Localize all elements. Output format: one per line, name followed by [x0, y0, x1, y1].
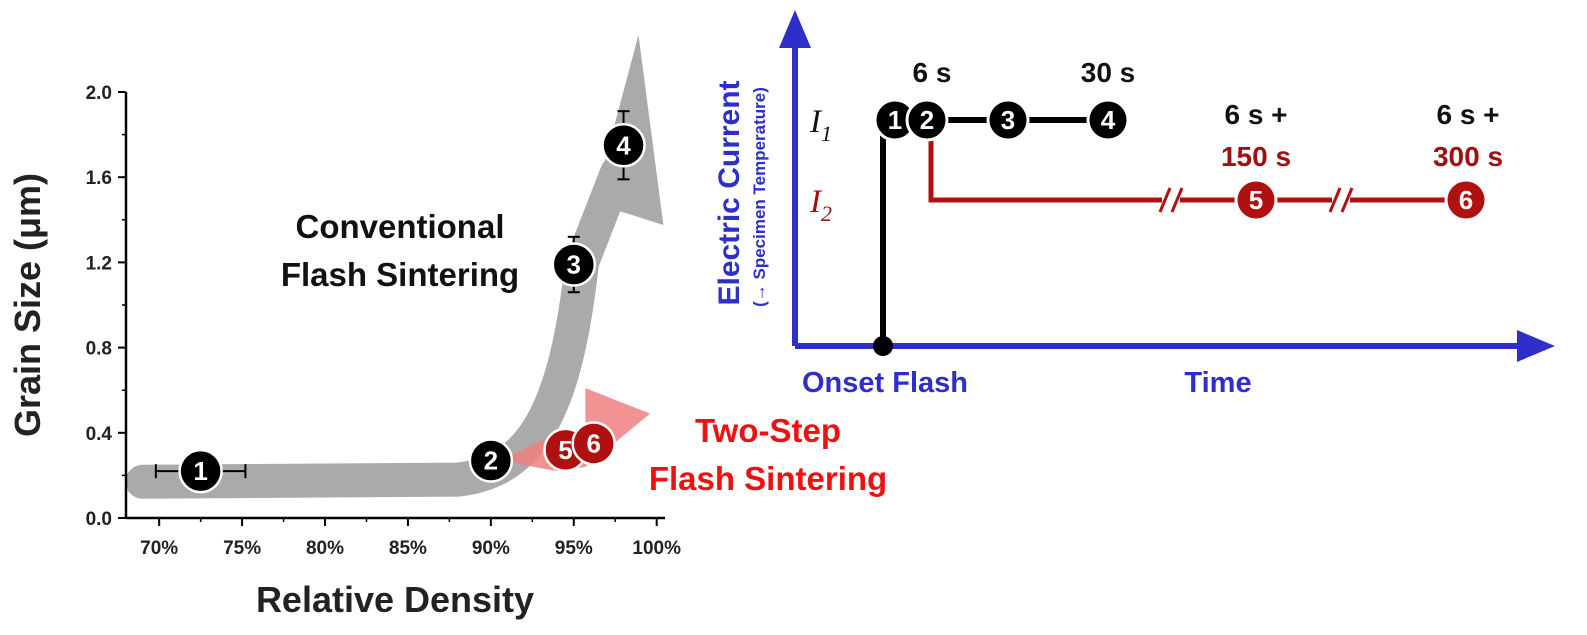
- right-y-axis-subtitle: (→ Specimen Temperature): [750, 87, 769, 307]
- right-x-axis-title: Time: [1184, 367, 1251, 399]
- two-step-label-line1: Two-Step: [695, 412, 841, 449]
- x-tick-label: 70%: [140, 538, 178, 559]
- right-x-axis-arrowhead: [1517, 330, 1555, 362]
- current-time-schematic: Electric Current (→ Specimen Temperature…: [713, 10, 1555, 399]
- time-label-6s-plus-a: 6 s +: [1224, 99, 1287, 130]
- x-tick-label: 90%: [472, 538, 510, 559]
- time-label-6s: 6 s: [913, 57, 952, 88]
- data-point-label-2: 2: [484, 445, 498, 475]
- y-tick-label: 2.0: [86, 83, 112, 104]
- conventional-label-line1: Conventional: [295, 208, 504, 245]
- step-marker-label-4: 4: [1101, 105, 1116, 135]
- y-tick-label: 1.6: [86, 168, 112, 189]
- data-point-label-6: 6: [586, 428, 600, 458]
- time-label-300s: 300 s: [1433, 141, 1503, 172]
- grain-size-chart: 70% 75% 80% 85% 90% 95% 100% 0.0 0.4 0.8 1.2 1.6 2.0…: [7, 35, 887, 620]
- step-marker-label-3: 3: [1001, 105, 1015, 135]
- axis-break-2: [1328, 186, 1354, 214]
- y-tick-label: 0.8: [86, 339, 112, 360]
- step-marker-5: [1234, 178, 1278, 222]
- conventional-label-line2: Flash Sintering: [281, 256, 519, 293]
- y-tick-label: 0.4: [86, 424, 113, 445]
- data-point-label-5: 5: [558, 435, 572, 465]
- data-point-label-3: 3: [567, 250, 581, 280]
- i1-current-line: [880, 117, 1108, 346]
- step-marker-4: [1086, 98, 1130, 142]
- data-point-6: [571, 421, 616, 466]
- i2-current-line: [928, 120, 1466, 203]
- two-step-arrow: [499, 388, 651, 472]
- x-tick-label: 75%: [223, 538, 261, 559]
- onset-point: [873, 336, 893, 356]
- step-marker-label-2: 2: [920, 105, 934, 135]
- onset-flash-label: Onset Flash: [802, 367, 968, 399]
- data-point-3: [551, 242, 597, 287]
- time-label-30s: 30 s: [1081, 57, 1136, 88]
- step-marker-label-6: 6: [1459, 185, 1473, 215]
- data-point-2: [468, 438, 514, 483]
- axis-break-1: [1158, 186, 1184, 214]
- step-marker-6: [1444, 178, 1488, 222]
- data-point-label-4: 4: [616, 130, 631, 160]
- i1-label: I1: [809, 104, 832, 146]
- x-tick-label: 95%: [555, 538, 593, 559]
- data-point-1: [178, 448, 223, 494]
- time-label-6s-plus-b: 6 s +: [1436, 99, 1499, 130]
- step-marker-3: [986, 98, 1030, 142]
- data-point-label-1: 1: [193, 456, 207, 486]
- step-marker-label-5: 5: [1249, 185, 1263, 215]
- x-tick-label: 85%: [389, 538, 427, 559]
- i2-label: I2: [809, 184, 832, 226]
- step-marker-label-1: 1: [888, 105, 902, 135]
- right-y-axis-arrowhead: [779, 10, 811, 48]
- step-marker-2: [905, 98, 949, 142]
- x-tick-label: 80%: [306, 538, 344, 559]
- y-tick-label: 1.2: [86, 253, 112, 274]
- right-y-axis-title: Electric Current: [713, 80, 746, 305]
- time-label-150s: 150 s: [1221, 141, 1291, 172]
- y-tick-label: 0.0: [86, 509, 112, 530]
- data-point-4: [601, 123, 646, 168]
- left-x-axis-title: Relative Density: [256, 579, 534, 620]
- x-tick-label: 100%: [632, 538, 681, 559]
- two-step-label-line2: Flash Sintering: [649, 460, 887, 497]
- left-y-axis-title: Grain Size (μm): [7, 173, 48, 437]
